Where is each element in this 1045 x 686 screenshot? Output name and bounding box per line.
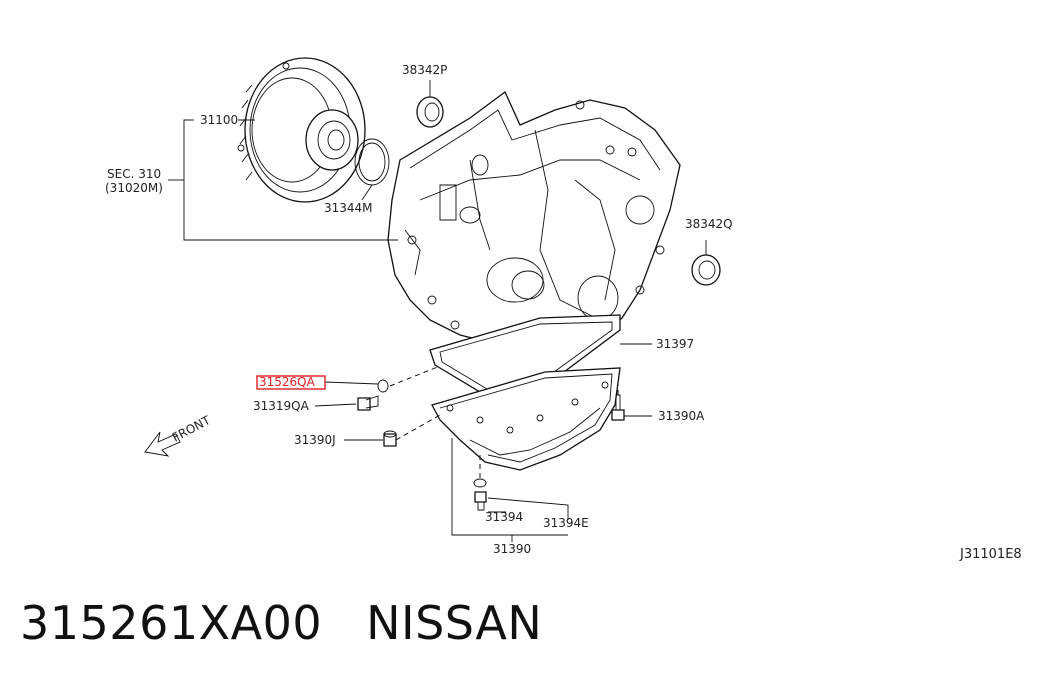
label-31319qa[interactable]: 31319QA — [253, 399, 310, 413]
label-31394e[interactable]: 31394E — [543, 516, 589, 530]
o-ring-31526qa-drawing — [377, 379, 389, 393]
highlight-box — [256, 375, 326, 390]
o-ring-31344m-drawing — [354, 138, 390, 186]
gasket-31397-drawing — [429, 314, 621, 406]
label-31390a[interactable]: 31390A — [658, 409, 705, 423]
label-31390[interactable]: 31390 — [493, 542, 531, 556]
drain-plug-31394-drawing — [473, 478, 487, 511]
diagram-code: J31101E8 — [959, 547, 1022, 562]
label-31397[interactable]: 31397 — [656, 337, 694, 351]
label-31394[interactable]: 31394 — [485, 510, 523, 524]
oil-seal-38342p-drawing — [416, 96, 444, 128]
label-front: FRONT — [170, 413, 213, 445]
part-number: 315261XA00 — [20, 596, 323, 650]
label-38342q[interactable]: 38342Q — [685, 217, 733, 231]
oil-seal-38342q-drawing — [691, 254, 721, 286]
label-31344m[interactable]: 31344M — [324, 201, 373, 215]
label-31100[interactable]: 31100 — [200, 113, 238, 127]
brand-name: NISSAN — [366, 596, 543, 650]
oil-pan-drawing — [431, 367, 621, 471]
label-sec310[interactable]: SEC. 310 — [107, 167, 161, 181]
caption: 315261XA00 NISSAN — [20, 596, 542, 660]
label-38342p[interactable]: 38342P — [402, 63, 447, 77]
transmission-case-drawing — [387, 90, 681, 364]
label-31390j[interactable]: 31390J — [294, 433, 336, 447]
washer-31390j-drawing — [383, 430, 397, 447]
plug-31319qa-drawing — [357, 395, 379, 411]
torque-converter-drawing — [237, 57, 366, 203]
label-sec310-sub[interactable]: (31020M) — [105, 181, 163, 195]
label-31526qa[interactable]: 31526QA — [259, 375, 316, 389]
front-arrow-icon — [144, 431, 181, 457]
